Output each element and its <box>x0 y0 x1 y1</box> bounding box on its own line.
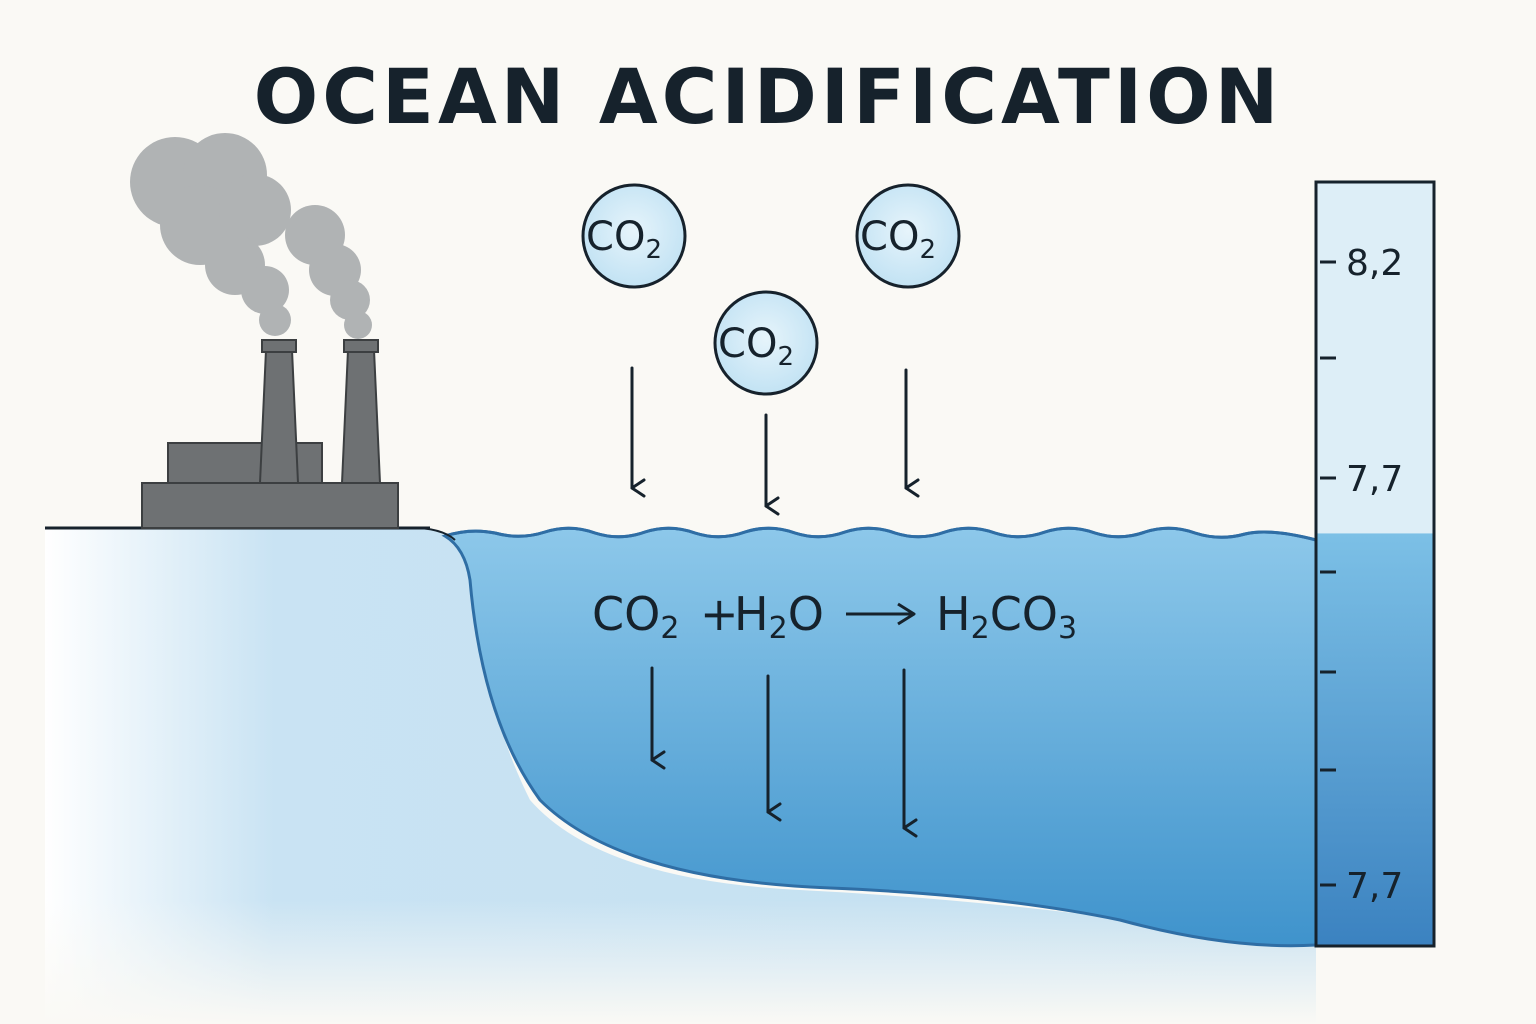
ph-label-top: 8,2 <box>1346 243 1403 284</box>
chimney-left <box>258 349 300 484</box>
equation-plus: + <box>700 587 739 641</box>
factory-base <box>141 482 399 529</box>
co2-label: CO <box>718 321 777 367</box>
factory-upper-building <box>167 442 323 486</box>
svg-text:CO2: CO2 <box>860 214 936 265</box>
reaction-arrow-head <box>897 602 916 626</box>
equation-product: H2CO3 <box>936 587 1077 646</box>
co2-label: CO <box>860 214 919 260</box>
equation-reactant1: CO2 <box>592 587 679 646</box>
co2-subscript: 2 <box>777 342 794 372</box>
ocean-surface-line <box>444 526 1317 542</box>
ph-scale-fill <box>1316 533 1434 946</box>
equation-reactant2: H2O <box>734 587 824 646</box>
ph-label-bottom: 7,7 <box>1346 866 1403 907</box>
ph-label-middle: 7,7 <box>1346 459 1403 500</box>
co2-bubble: CO2 <box>855 183 961 289</box>
smoke-cloud <box>130 133 372 339</box>
svg-text:CO2: CO2 <box>586 214 662 265</box>
chimney-right <box>340 349 382 484</box>
co2-bubble: CO2 <box>581 183 687 289</box>
co2-subscript: 2 <box>919 235 936 265</box>
equation: CO2 + H2O H2CO3 <box>592 587 1077 646</box>
co2-subscript: 2 <box>645 235 662 265</box>
ph-scale-frame <box>1314 180 1436 948</box>
factory <box>141 339 399 529</box>
diagram-title: OCEAN ACIDIFICATION <box>253 52 1283 141</box>
co2-label: CO <box>586 214 645 260</box>
co2-bubble: CO2 <box>713 290 819 396</box>
svg-text:CO2: CO2 <box>718 321 794 372</box>
ph-scale: 8,2 7,7 7,7 <box>1314 180 1436 948</box>
